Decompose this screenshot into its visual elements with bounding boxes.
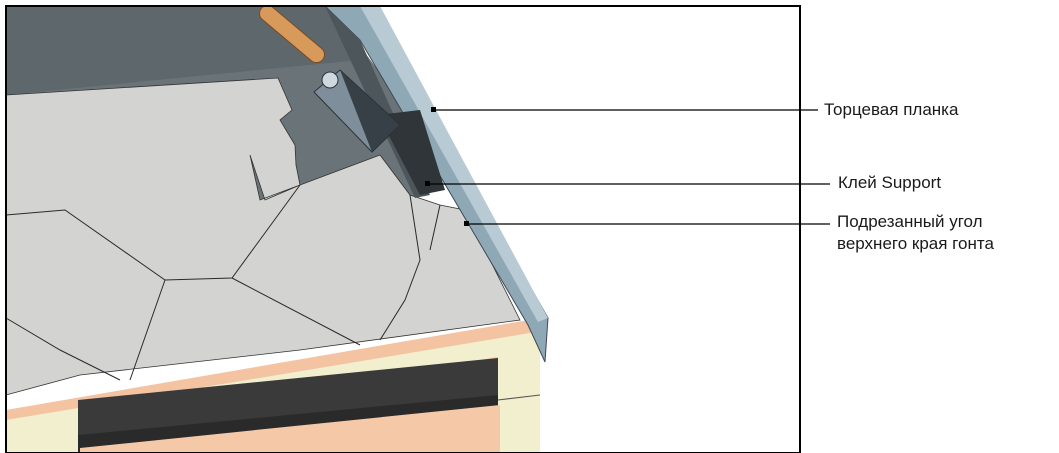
callout-cut-corner-line2: верхнего края гонта: [837, 233, 994, 255]
callout-edge-strip: Торцевая планка: [824, 99, 958, 121]
leader-dot-cut: [464, 221, 469, 226]
callout-glue: Клей Support: [838, 172, 941, 194]
callout-cut-corner: Подрезанный угол верхнего края гонта: [837, 211, 994, 255]
leader-dot-edge: [431, 107, 436, 112]
leader-dot-glue: [425, 181, 430, 186]
callout-cut-corner-line1: Подрезанный угол: [837, 211, 994, 233]
frame-post-right: [498, 333, 540, 453]
